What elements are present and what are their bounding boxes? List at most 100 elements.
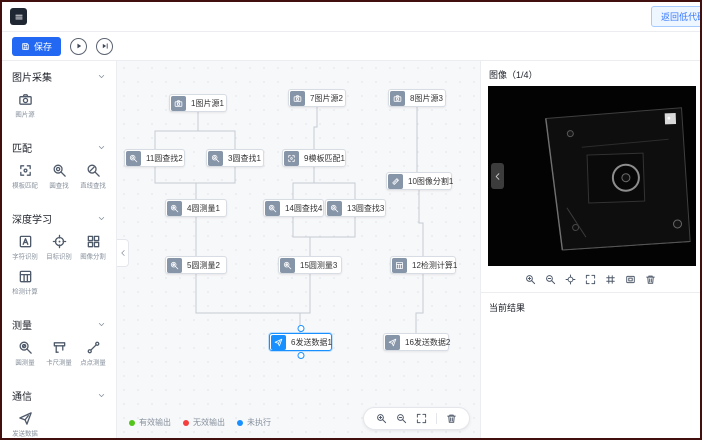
trash-icon[interactable] (645, 274, 656, 285)
fit-icon[interactable] (416, 413, 427, 424)
circle-measure-icon (167, 200, 182, 216)
image-viewer[interactable] (488, 86, 696, 266)
palette-item[interactable]: 目标识别 (42, 233, 76, 263)
flow-canvas[interactable]: 有效输出 无效输出 未执行 1图片源1 7图片源2 8图片源3 11圆查找2 3圆查找1 9模… (117, 61, 480, 438)
section-title: 匹配 (12, 144, 32, 155)
legend-label: 无效输出 (193, 418, 225, 427)
circle-find-icon (126, 150, 141, 166)
node-label: 1图片源1 (191, 98, 224, 108)
palette-item[interactable]: 卡尺测量 (42, 339, 76, 369)
palette-items: 图片源 (2, 88, 116, 132)
module-palette: 图片采集图片源匹配模板匹配圆查找 直线查找深度学习字符识别目标识别图像分割检测计算… (2, 61, 117, 438)
chevron-down-icon (97, 143, 106, 152)
template-icon (18, 162, 33, 178)
run-button[interactable] (70, 37, 88, 55)
image-panel-title: 图像（1/4） (489, 70, 538, 80)
point-measure-icon (86, 339, 101, 355)
palette-item[interactable]: 图像分割 (76, 233, 110, 263)
step-run-button[interactable] (96, 37, 114, 55)
flow-node[interactable]: 10图像分割1 (386, 172, 453, 190)
chevron-left-icon (493, 172, 502, 181)
flow-node[interactable]: 13圆查找3 (325, 199, 386, 217)
fit-icon[interactable] (585, 274, 596, 285)
chevron-down-icon (97, 391, 106, 400)
grid-icon[interactable] (605, 274, 616, 285)
flow-node[interactable]: 9模板匹配1 (282, 149, 346, 167)
flow-node[interactable]: 11圆查找2 (124, 149, 185, 167)
legend-label: 有效输出 (139, 418, 171, 427)
palette-item[interactable]: 发送数据 (8, 410, 42, 438)
action-toolbar: 保存 (2, 32, 700, 61)
palette-item[interactable]: 字符识别 (8, 233, 42, 263)
camera-icon (171, 95, 186, 111)
flow-node[interactable]: 3圆查找1 (206, 149, 264, 167)
flow-node[interactable]: 8图片源3 (388, 89, 446, 107)
palette-item[interactable]: 检测计算 (8, 268, 42, 298)
send-icon (385, 334, 400, 350)
palette-item-label: 图片源 (15, 110, 35, 118)
legend-item: 未执行 (237, 417, 271, 428)
circle-find-icon (52, 162, 67, 178)
locate-icon[interactable] (565, 274, 576, 285)
palette-item[interactable]: 圆查找 (42, 162, 76, 192)
prev-image-button[interactable] (491, 163, 504, 189)
flow-node[interactable]: 15圆测量3 (278, 256, 342, 274)
palette-section-header[interactable]: 图片采集 (2, 61, 116, 88)
table-icon (392, 257, 407, 273)
palette-section-header[interactable]: 深度学习 (2, 203, 116, 230)
flow-node[interactable]: 5圆测量2 (165, 256, 227, 274)
zoom-out-icon[interactable] (545, 274, 556, 285)
palette-item-label: 目标识别 (46, 252, 72, 260)
preview-image (488, 86, 696, 266)
node-label: 16发送数据2 (405, 337, 451, 347)
palette-item[interactable]: 圆测量 (8, 339, 42, 369)
legend-label: 未执行 (247, 418, 271, 427)
circle-measure-icon (18, 339, 33, 355)
flow-node[interactable]: 4圆测量1 (165, 199, 227, 217)
main-area: 图片采集图片源匹配模板匹配圆查找 直线查找深度学习字符识别目标识别图像分割检测计算… (2, 61, 700, 438)
step-run-icon (100, 41, 110, 51)
back-to-lowcode-button[interactable]: 返回低代码 (650, 6, 700, 27)
status-dot (237, 419, 243, 426)
palette-item-label: 检测计算 (12, 287, 38, 295)
node-label: 4圆测量1 (187, 203, 220, 213)
adapt-icon[interactable] (625, 274, 636, 285)
trash-icon[interactable] (446, 413, 457, 424)
collapse-sidebar-handle[interactable] (117, 239, 129, 267)
palette-item-label: 圆查找 (49, 181, 69, 189)
save-button[interactable]: 保存 (12, 36, 62, 56)
ruler-icon (388, 173, 403, 189)
flow-node[interactable]: 6发送数据1 (269, 325, 332, 359)
palette-section-header[interactable]: 匹配 (2, 132, 116, 159)
segment-icon (86, 233, 101, 249)
palette-item-label: 直线查找 (80, 181, 106, 189)
template-icon (284, 150, 299, 166)
flow-node[interactable]: 7图片源2 (288, 89, 346, 107)
save-icon (21, 42, 30, 51)
node-port[interactable] (297, 325, 304, 332)
zoom-in-icon[interactable] (376, 413, 387, 424)
flow-node[interactable]: 12检测计算1 (390, 256, 457, 274)
circle-measure-icon (167, 257, 182, 273)
palette-section-header[interactable]: 通信 (2, 380, 116, 407)
flow-node[interactable]: 14圆查找4 (263, 199, 324, 217)
flow-node[interactable]: 1图片源1 (169, 94, 227, 112)
node-label: 13圆查找3 (347, 203, 385, 213)
table-icon (18, 268, 33, 284)
zoom-in-icon[interactable] (525, 274, 536, 285)
menu-button[interactable] (10, 8, 27, 25)
palette-section-header[interactable]: 测量 (2, 309, 116, 336)
send-icon (271, 334, 286, 350)
palette-item[interactable]: 图片源 (8, 91, 42, 121)
palette-item[interactable]: 模板匹配 (8, 162, 42, 192)
palette-item[interactable]: 直线查找 (76, 162, 110, 192)
send-icon (18, 410, 33, 426)
zoom-out-icon[interactable] (396, 413, 407, 424)
palette-items: 发送数据 (2, 407, 116, 438)
status-legend: 有效输出 无效输出 未执行 (129, 417, 271, 428)
node-port[interactable] (297, 352, 304, 359)
flow-node[interactable]: 16发送数据2 (383, 333, 450, 351)
canvas-zoom-toolbar (363, 407, 470, 430)
palette-item[interactable]: 点点测量 (76, 339, 110, 369)
status-dot (129, 419, 135, 426)
